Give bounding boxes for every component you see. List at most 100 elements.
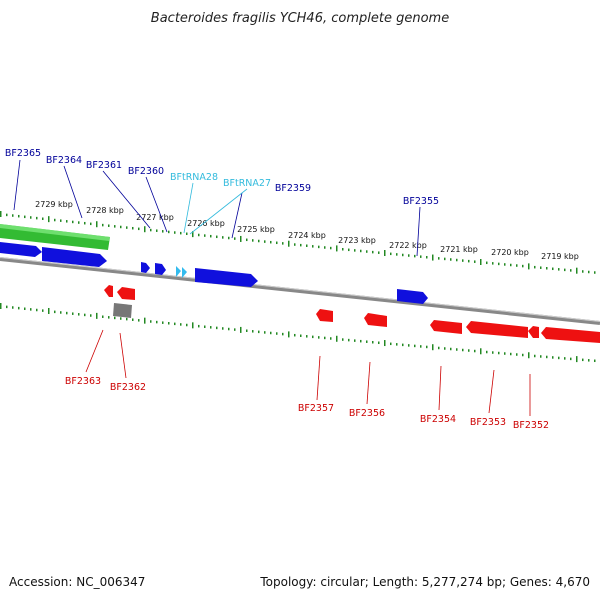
minor-tick <box>90 222 92 226</box>
minor-tick <box>72 220 74 224</box>
minor-tick <box>516 264 518 267</box>
minor-tick <box>30 216 32 219</box>
minor-tick <box>594 359 596 363</box>
minor-tick <box>150 320 152 323</box>
minor-tick <box>120 317 122 320</box>
major-tick <box>240 326 242 333</box>
gene-label[interactable]: BF2359 <box>275 183 311 194</box>
minor-tick <box>162 321 164 324</box>
minor-tick <box>216 235 218 239</box>
minor-tick <box>246 329 248 332</box>
minor-tick <box>558 356 560 360</box>
gene-label[interactable]: BF2363 <box>65 376 101 387</box>
minor-tick <box>252 330 254 333</box>
minor-tick <box>306 335 308 338</box>
minor-tick <box>18 214 20 218</box>
major-tick <box>480 259 482 265</box>
minor-tick <box>246 238 248 242</box>
minor-tick <box>270 331 272 335</box>
minor-tick <box>108 224 110 227</box>
minor-tick <box>114 225 116 228</box>
gene-label[interactable]: BFtRNA27 <box>223 178 271 189</box>
minor-tick <box>504 352 506 355</box>
reverse-gene[interactable] <box>528 326 539 338</box>
minor-tick <box>102 315 104 318</box>
minor-tick <box>342 247 344 251</box>
gene-label[interactable]: BFtRNA28 <box>170 172 218 183</box>
minor-tick <box>168 230 170 234</box>
major-tick <box>144 317 146 324</box>
forward-gene[interactable] <box>0 242 42 257</box>
reverse-gene[interactable] <box>104 285 113 297</box>
minor-tick <box>324 336 326 340</box>
major-tick <box>48 216 50 223</box>
minor-tick <box>186 232 188 236</box>
major-tick <box>0 211 2 217</box>
minor-tick <box>390 252 392 256</box>
minor-tick <box>222 236 224 239</box>
trna-gene[interactable] <box>176 266 181 277</box>
minor-tick <box>540 266 542 269</box>
gene-label[interactable]: BF2362 <box>110 382 146 393</box>
minor-tick <box>468 349 470 352</box>
pseudo-gene[interactable] <box>113 303 132 318</box>
reverse-gene[interactable] <box>466 321 528 338</box>
major-tick <box>288 331 290 338</box>
reverse-gene[interactable] <box>316 309 333 322</box>
forward-gene[interactable] <box>155 263 166 275</box>
gene-label[interactable]: BF2355 <box>403 196 439 207</box>
minor-tick <box>552 356 554 359</box>
minor-tick <box>180 231 182 235</box>
minor-tick <box>318 245 320 249</box>
gene-label[interactable]: BF2353 <box>470 417 506 428</box>
gene-label[interactable]: BF2365 <box>5 148 41 159</box>
minor-tick <box>444 257 446 261</box>
minor-tick <box>198 233 200 237</box>
minor-tick <box>60 219 62 222</box>
gene-label[interactable]: BF2357 <box>298 403 334 414</box>
gene-label[interactable]: BF2354 <box>420 414 456 425</box>
minor-tick <box>24 307 26 311</box>
reverse-gene[interactable] <box>430 320 462 334</box>
trna-gene[interactable] <box>182 267 187 278</box>
gene-label[interactable]: BF2356 <box>349 408 385 419</box>
reverse-gene[interactable] <box>364 313 387 327</box>
gene-label[interactable]: BF2352 <box>513 420 549 431</box>
minor-tick <box>462 348 464 352</box>
minor-tick <box>234 237 236 240</box>
kbp-label: 2725 kbp <box>237 225 275 234</box>
minor-tick <box>228 327 230 331</box>
minor-tick <box>402 343 404 347</box>
minor-tick <box>108 316 110 319</box>
minor-tick <box>186 323 188 327</box>
forward-gene[interactable] <box>42 247 107 267</box>
minor-tick <box>396 343 398 346</box>
reverse-gene[interactable] <box>117 287 135 300</box>
minor-tick <box>546 266 548 270</box>
gene-label[interactable]: BF2360 <box>128 166 164 177</box>
region-bar[interactable] <box>0 224 110 250</box>
reverse-gene[interactable] <box>541 327 600 343</box>
minor-tick <box>6 305 8 309</box>
minor-tick <box>90 314 92 317</box>
forward-gene[interactable] <box>397 289 428 304</box>
forward-gene[interactable] <box>141 262 150 273</box>
minor-tick <box>258 239 260 243</box>
major-tick <box>336 335 338 342</box>
minor-tick <box>168 322 170 325</box>
minor-tick <box>396 253 398 256</box>
gene-label[interactable]: BF2364 <box>46 155 82 166</box>
major-tick <box>576 356 578 363</box>
kbp-label: 2719 kbp <box>541 252 579 261</box>
kbp-label: 2726 kbp <box>187 219 225 228</box>
minor-tick <box>450 258 452 261</box>
gene-label[interactable]: BF2361 <box>86 160 122 171</box>
major-tick <box>384 250 386 257</box>
minor-tick <box>390 342 392 346</box>
map-title: Bacteroides fragilis YCH46, complete gen… <box>151 11 449 26</box>
major-tick <box>480 348 482 355</box>
minor-tick <box>450 347 452 351</box>
forward-gene[interactable] <box>195 268 258 287</box>
minor-tick <box>78 313 80 316</box>
